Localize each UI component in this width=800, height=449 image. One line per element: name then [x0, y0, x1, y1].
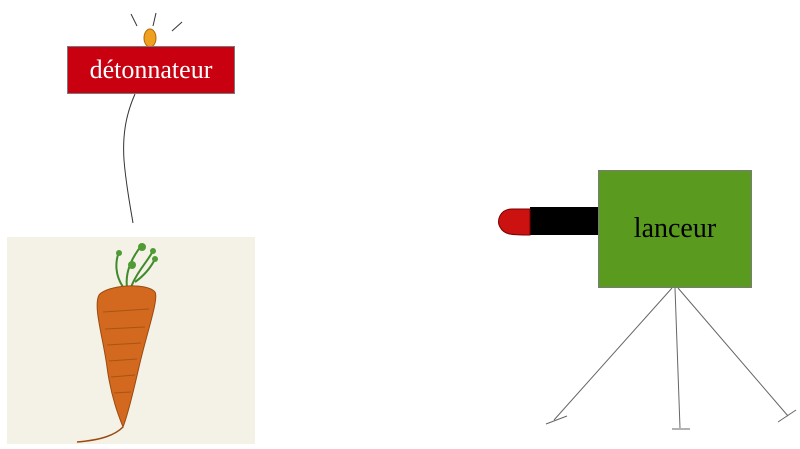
carrot-image [7, 237, 255, 444]
spark-icon [131, 13, 182, 47]
launcher-barrel [530, 207, 598, 235]
tripod-icon [546, 288, 796, 429]
detonator-wire [124, 94, 135, 223]
detonator-box: détonnateur [67, 46, 235, 94]
detonator-label: détonnateur [90, 55, 213, 85]
launcher-box: lanceur [598, 170, 752, 288]
projectile-icon [499, 209, 531, 235]
launcher-label: lanceur [634, 213, 716, 245]
